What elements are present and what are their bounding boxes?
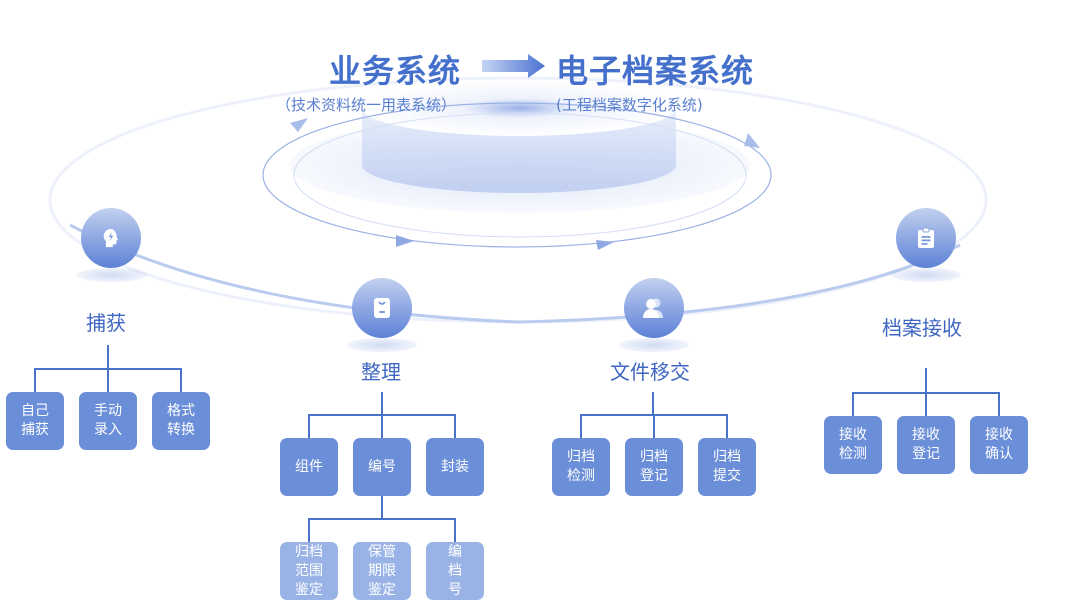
step-box[interactable]: 接收检测 xyxy=(824,416,882,474)
source-system-title: 业务系统 xyxy=(329,52,462,90)
connector xyxy=(726,414,728,438)
stage-node-capture[interactable] xyxy=(81,208,141,268)
step-label: 封装 xyxy=(441,458,469,475)
archive-box-icon xyxy=(374,298,390,318)
sub-step-box[interactable]: 编档号 xyxy=(426,542,484,600)
connector xyxy=(454,414,456,438)
step-label: 接收确认 xyxy=(985,427,1013,462)
connector xyxy=(381,392,383,414)
step-label: 手动录入 xyxy=(94,403,122,438)
platform-top xyxy=(362,80,676,136)
step-box[interactable]: 归档登记 xyxy=(625,438,683,496)
connector xyxy=(180,368,182,392)
orbit-arrow-icon xyxy=(744,133,760,148)
connector xyxy=(652,392,654,414)
step-label: 自己捕获 xyxy=(21,403,49,438)
step-box[interactable]: 组件 xyxy=(280,438,338,496)
connector xyxy=(852,392,854,416)
connector xyxy=(107,368,109,392)
step-box[interactable]: 归档提交 xyxy=(698,438,756,496)
orbit-arrow-icon xyxy=(396,235,414,247)
node-shadow xyxy=(619,338,689,352)
step-box[interactable]: 接收登记 xyxy=(897,416,955,474)
step-box[interactable]: 归档检测 xyxy=(552,438,610,496)
stage-label-capture: 捕获 xyxy=(86,311,126,335)
step-label: 接收检测 xyxy=(839,427,867,462)
connector xyxy=(454,518,456,542)
stage-label-organize: 整理 xyxy=(361,360,401,384)
step-box[interactable]: 封装 xyxy=(426,438,484,496)
step-label: 保管期限鉴定 xyxy=(368,543,396,598)
node-shadow xyxy=(77,268,147,282)
connector xyxy=(308,518,310,542)
step-box[interactable]: 编号 xyxy=(353,438,411,496)
stage-node-organize[interactable] xyxy=(352,278,412,338)
stage-label-receive: 档案接收 xyxy=(882,316,962,340)
step-box[interactable]: 自己捕获 xyxy=(6,392,64,450)
stage-label-transfer: 文件移交 xyxy=(610,360,690,384)
outer-orbit-front xyxy=(69,223,961,324)
node-shadow xyxy=(347,338,417,352)
step-label: 编号 xyxy=(368,458,396,475)
connector xyxy=(998,392,1000,416)
step-label: 归档登记 xyxy=(640,449,668,484)
connector xyxy=(580,414,582,438)
brain-lightning-icon xyxy=(103,228,119,248)
stage-node-receive[interactable] xyxy=(896,208,956,268)
source-system-subtitle: （技术资料统一用表系统） xyxy=(276,96,457,114)
step-box[interactable]: 格式转换 xyxy=(152,392,210,450)
step-box[interactable]: 手动录入 xyxy=(79,392,137,450)
clipboard-icon xyxy=(918,227,934,248)
right-arrow-icon xyxy=(482,54,545,78)
inner-orbit-1 xyxy=(262,102,772,248)
target-system-title: 电子档案系统 xyxy=(556,52,755,90)
step-label: 接收登记 xyxy=(912,427,940,462)
stage-node-transfer[interactable] xyxy=(624,278,684,338)
connector xyxy=(925,368,927,392)
sub-step-box[interactable]: 归档范围鉴定 xyxy=(280,542,338,600)
connector xyxy=(381,496,383,518)
sub-step-box[interactable]: 保管期限鉴定 xyxy=(353,542,411,600)
step-label: 归档提交 xyxy=(713,449,741,484)
orbit-arrow-icon xyxy=(290,118,308,132)
orbit-arrow-icon xyxy=(596,240,614,250)
step-label: 编档号 xyxy=(448,543,462,598)
inner-orbit-2 xyxy=(293,112,747,238)
step-box[interactable]: 接收确认 xyxy=(970,416,1028,474)
connector xyxy=(107,345,109,369)
connector xyxy=(308,414,310,438)
step-label: 格式转换 xyxy=(167,403,195,438)
node-shadow xyxy=(891,268,961,282)
connector xyxy=(653,414,655,438)
connector xyxy=(381,414,383,438)
connector xyxy=(925,392,927,416)
target-system-subtitle: (工程档案数字化系统) xyxy=(556,96,703,114)
users-icon xyxy=(643,298,663,318)
step-label: 组件 xyxy=(295,458,323,475)
step-label: 归档范围鉴定 xyxy=(295,543,323,598)
step-label: 归档检测 xyxy=(567,449,595,484)
connector xyxy=(34,368,36,392)
connector xyxy=(308,518,455,520)
